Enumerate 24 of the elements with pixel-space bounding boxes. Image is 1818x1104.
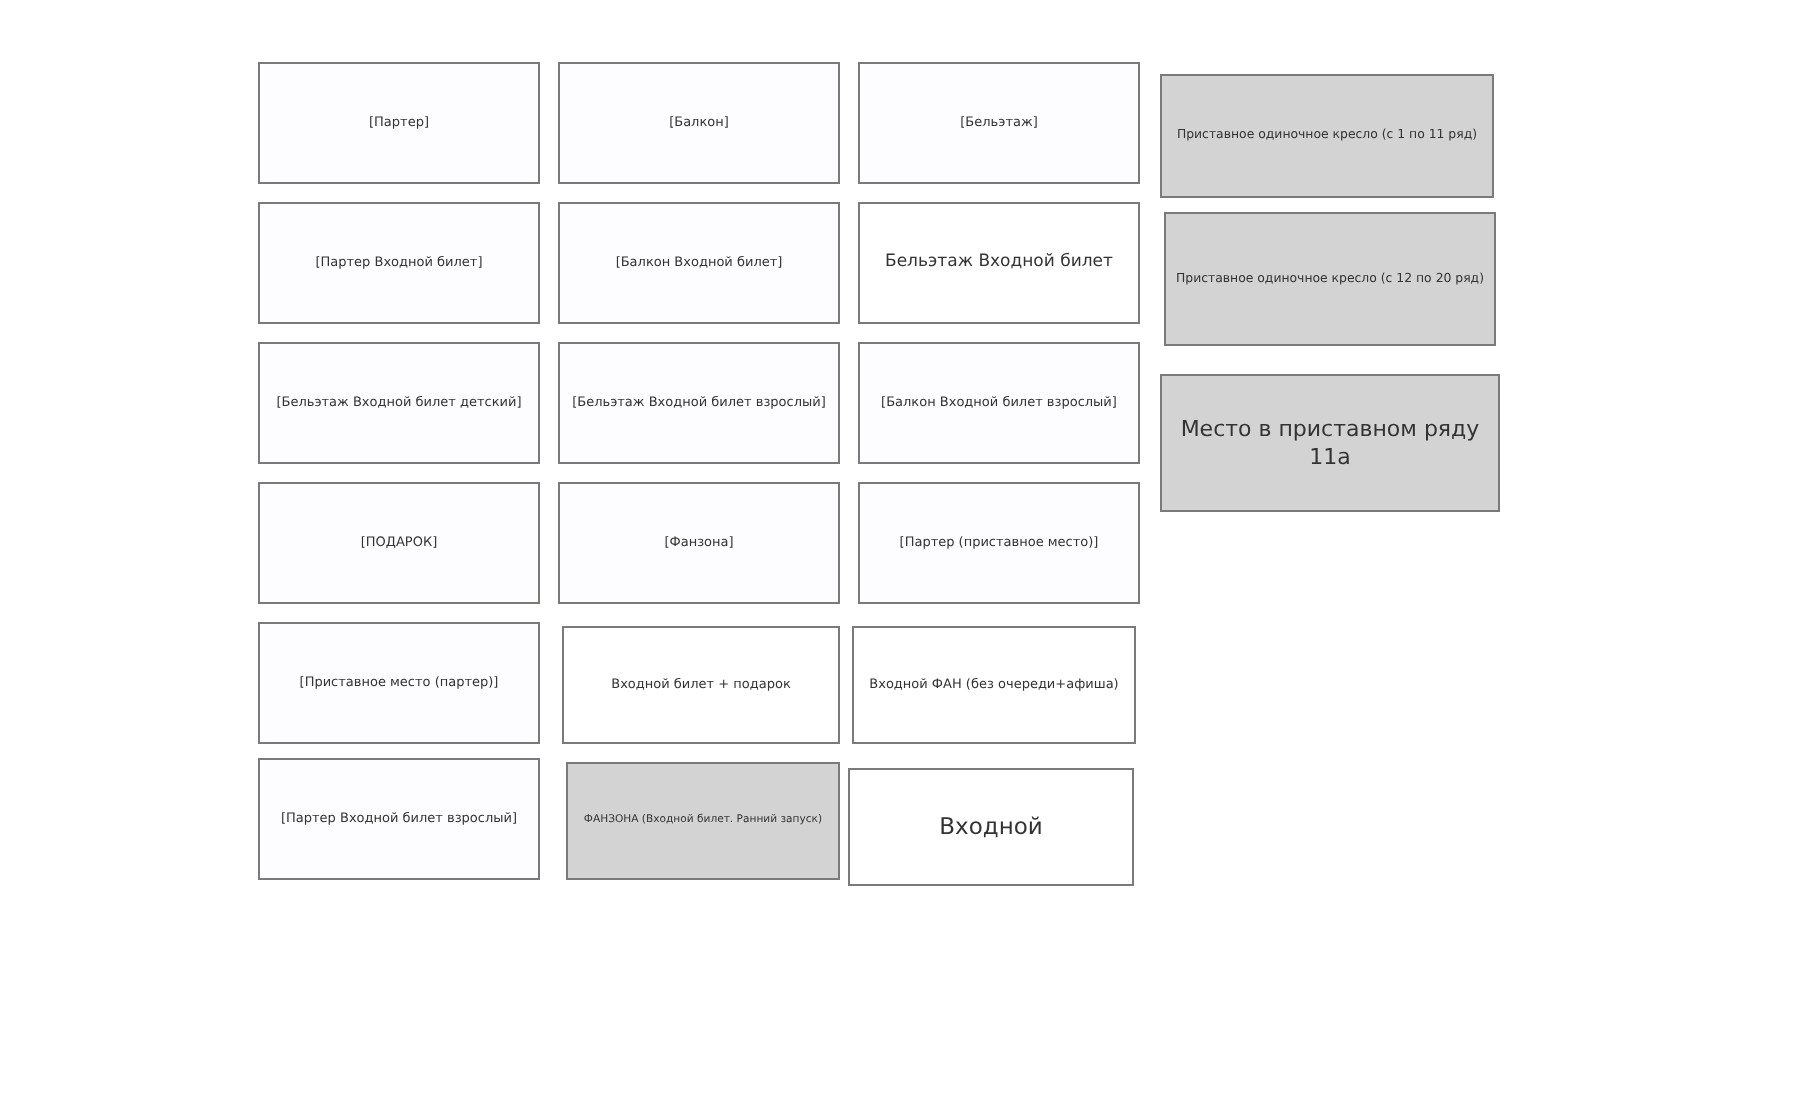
- ticket-category-box: [258, 622, 540, 744]
- ticket-category-box: [848, 768, 1134, 886]
- ticket-category-box: [858, 62, 1140, 184]
- ticket-category-box: [858, 342, 1140, 464]
- ticket-category-box: [1160, 74, 1494, 198]
- ticket-category-box: [858, 202, 1140, 324]
- ticket-category-box: [566, 762, 840, 880]
- ticket-category-box: [258, 758, 540, 880]
- category-label: Место в приставном ряду 11а: [1178, 416, 1482, 470]
- ticket-category-box: [558, 202, 840, 324]
- ticket-category-box: [258, 62, 540, 184]
- ticket-category-box: [258, 202, 540, 324]
- ticket-category-box: [558, 342, 840, 464]
- ticket-category-box: [258, 482, 540, 604]
- ticket-category-box: [858, 482, 1140, 604]
- ticket-category-box: [1160, 374, 1500, 512]
- ticket-category-box: [558, 62, 840, 184]
- category-label: Входной: [937, 813, 1045, 841]
- ticket-category-box: [852, 626, 1136, 744]
- category-label: Бельэтаж Входной билет: [883, 252, 1115, 274]
- ticket-category-box: [558, 482, 840, 604]
- ticket-category-box: [1164, 212, 1496, 346]
- ticket-category-box: [562, 626, 840, 744]
- ticket-category-box: [258, 342, 540, 464]
